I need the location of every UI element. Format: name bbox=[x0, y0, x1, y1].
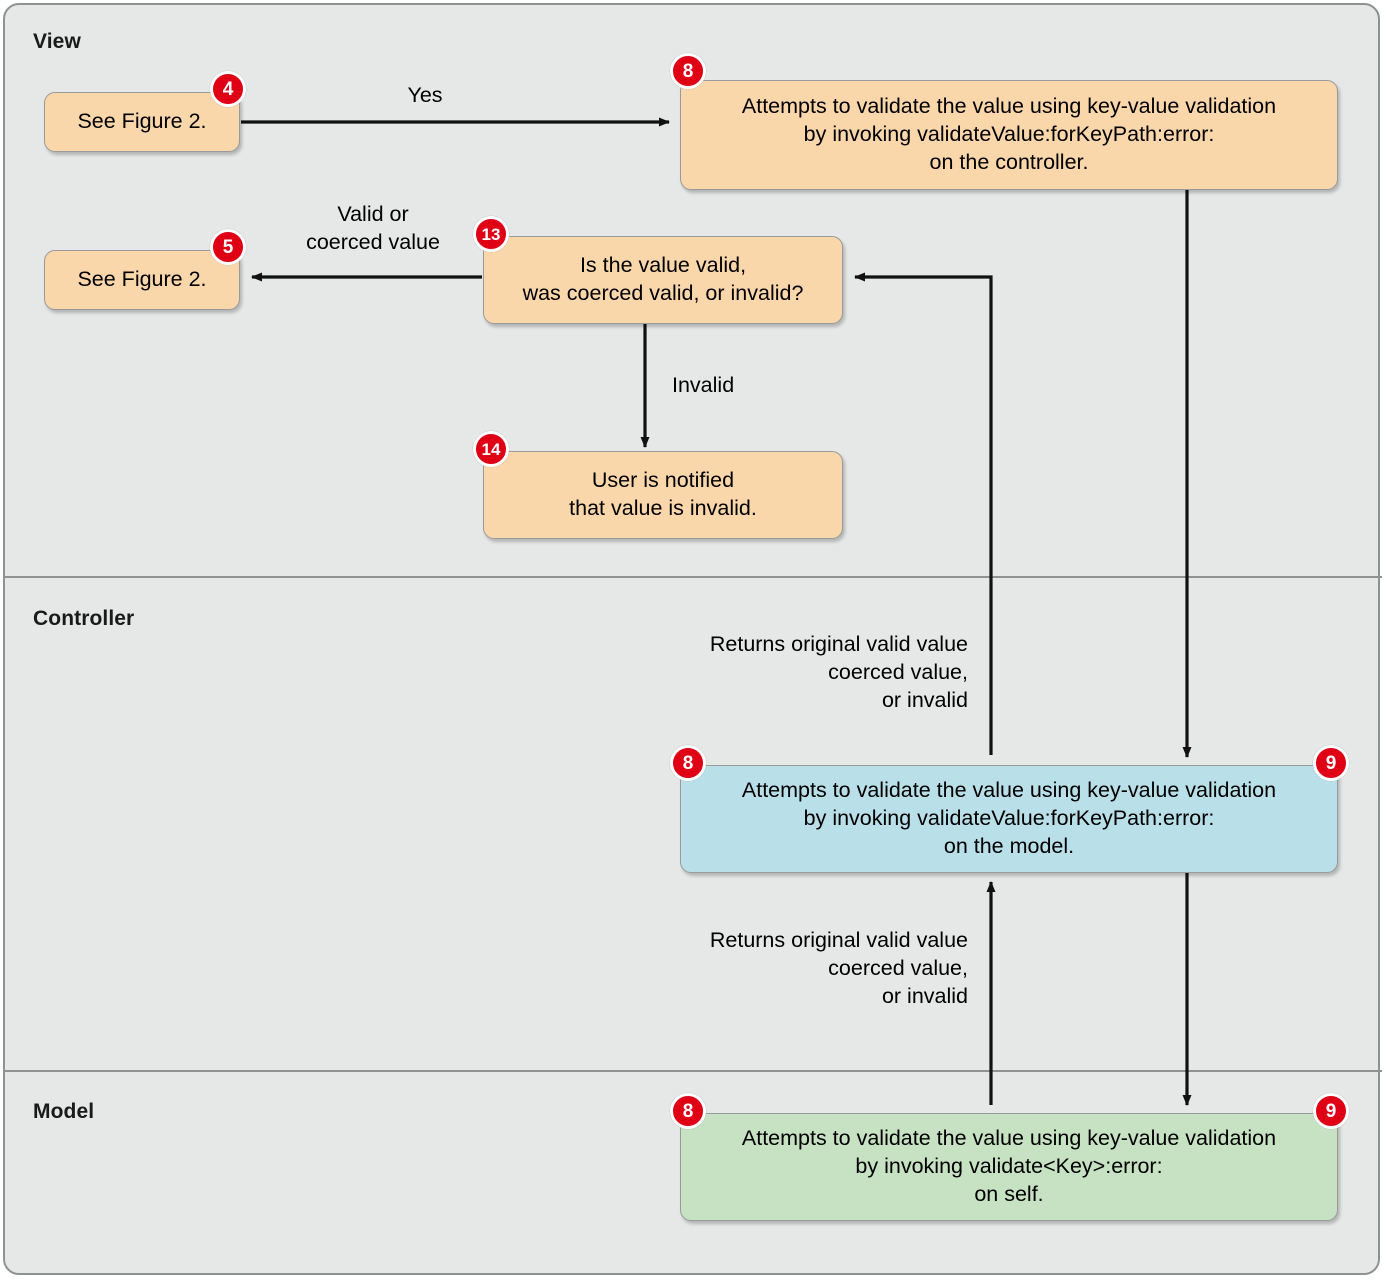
edge-label-yes: Yes bbox=[407, 83, 443, 107]
node-validity-decision[interactable]: Is the value valid, was coerced valid, o… bbox=[483, 236, 843, 324]
node-model-validate-label: Attempts to validate the value using key… bbox=[741, 1126, 1277, 1206]
node-controller-validate[interactable]: Attempts to validate the value using key… bbox=[680, 765, 1338, 873]
node-controller-validate-label: Attempts to validate the value using key… bbox=[741, 778, 1277, 858]
step-badge-14: 14 bbox=[473, 431, 509, 467]
lane-title-controller: Controller bbox=[33, 607, 135, 630]
node-user-notified[interactable]: User is notified that value is invalid. bbox=[483, 451, 843, 539]
step-badge-8-model: 8 bbox=[670, 1093, 706, 1129]
node-model-validate[interactable]: Attempts to validate the value using key… bbox=[680, 1113, 1338, 1221]
node-see-figure-2-top[interactable]: See Figure 2. bbox=[44, 92, 240, 152]
step-badge-9-model: 9 bbox=[1313, 1093, 1349, 1129]
node-see-figure-2-top-label: See Figure 2. bbox=[77, 109, 207, 134]
node-user-notified-label: User is notified that value is invalid. bbox=[569, 468, 757, 520]
step-badge-8-view: 8 bbox=[670, 53, 706, 89]
edge-label-returns-value-model: Returns original valid value coerced val… bbox=[709, 928, 968, 1008]
step-badge-9-controller: 9 bbox=[1313, 745, 1349, 781]
node-validity-decision-label: Is the value valid, was coerced valid, o… bbox=[522, 253, 804, 305]
edge-label-invalid: Invalid bbox=[672, 373, 735, 397]
lane-title-view: View bbox=[33, 30, 81, 53]
edge-label-valid-or-coerced-value: Valid or coerced value bbox=[306, 202, 440, 254]
lane-title-model: Model bbox=[33, 1100, 95, 1123]
node-view-validate-label: Attempts to validate the value using key… bbox=[741, 94, 1277, 174]
node-see-figure-2-bottom-label: See Figure 2. bbox=[77, 267, 207, 292]
lane-divider-controller-model bbox=[3, 1070, 1382, 1072]
step-badge-5: 5 bbox=[210, 229, 246, 265]
step-badge-8-controller: 8 bbox=[670, 745, 706, 781]
step-badge-4: 4 bbox=[210, 71, 246, 107]
diagram-outer-frame bbox=[3, 3, 1380, 1275]
edge-label-returns-value-controller: Returns original valid value coerced val… bbox=[709, 632, 968, 712]
step-badge-13: 13 bbox=[473, 216, 509, 252]
lane-divider-view-controller bbox=[3, 576, 1382, 578]
node-see-figure-2-bottom[interactable]: See Figure 2. bbox=[44, 250, 240, 310]
node-view-validate[interactable]: Attempts to validate the value using key… bbox=[680, 80, 1338, 190]
